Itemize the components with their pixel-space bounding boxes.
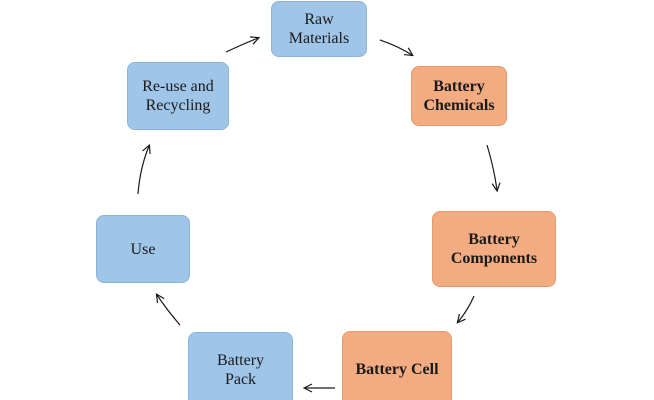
node-battery-components: Battery Components [432, 211, 556, 287]
arrow-recycling-to-raw [225, 38, 258, 53]
arrow-use-to-recycling [137, 146, 149, 195]
arrow-pack-to-use [157, 295, 181, 326]
arrow-raw-to-chemicals [379, 39, 412, 55]
arrow-components-to-cell [458, 295, 475, 322]
node-battery-chemicals: Battery Chemicals [411, 66, 507, 126]
node-raw-materials: Raw Materials [271, 1, 367, 57]
node-battery-cell: Battery Cell [342, 331, 452, 400]
node-reuse-and-recycling: Re-use and Recycling [127, 62, 229, 130]
arrow-chemicals-to-components [486, 144, 497, 190]
node-battery-pack: Battery Pack [188, 332, 293, 400]
node-use: Use [96, 215, 190, 283]
